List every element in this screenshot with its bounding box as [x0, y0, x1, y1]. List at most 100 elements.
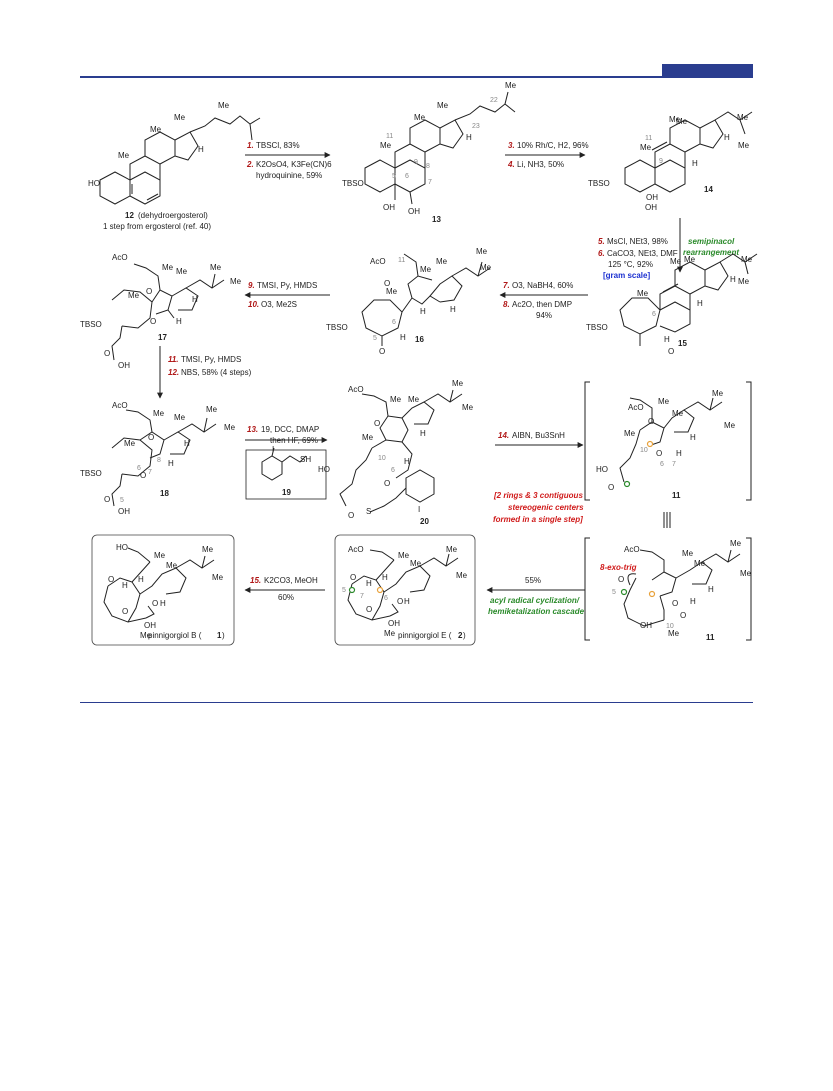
- compound-14-structure: TBSO Me Me Me Me Me OH OH H H 11 9: [588, 111, 753, 212]
- oh-label: OH: [640, 621, 652, 630]
- step-11-number: 11.: [168, 355, 179, 364]
- o-label: O: [374, 419, 380, 428]
- cascade-note-line2: hemiketalization cascade: [488, 607, 585, 616]
- h-label: H: [664, 335, 670, 344]
- o-label: O: [104, 349, 110, 358]
- locant-5: 5: [120, 497, 124, 504]
- tbso-label: TBSO: [586, 323, 608, 332]
- step-3-conditions: 10% Rh/C, H2, 96%: [517, 141, 589, 150]
- header-accent-block: [662, 64, 753, 77]
- me-label: Me: [712, 389, 724, 398]
- me-label: Me: [684, 255, 696, 264]
- h-label: H: [160, 599, 166, 608]
- oh-label: OH: [144, 621, 156, 630]
- h-label: H: [420, 307, 426, 316]
- compound-11-conformer-structure: 8-exo-trig AcO Me Me Me Me Me O O O OH H…: [584, 537, 752, 641]
- locant-6: 6: [391, 467, 395, 474]
- h-label: H: [184, 439, 190, 448]
- pinnigorgiol-b-close: ): [222, 631, 225, 640]
- compound-12-number: 12: [125, 211, 134, 220]
- locant-23: 23: [472, 123, 480, 130]
- o-label: O: [150, 317, 156, 326]
- step-6-conditions: CaCO3, NEt3, DMF: [607, 249, 678, 258]
- pinnigorgiol-e-structure: AcO Me Me Me Me Me O O O OH H H H 5 7 6: [342, 545, 468, 638]
- me-label: Me: [386, 287, 398, 296]
- compound-19-number: 19: [282, 488, 291, 497]
- h-label: H: [168, 459, 174, 468]
- ho-label: HO: [596, 465, 608, 474]
- h-label: H: [382, 573, 388, 582]
- step-8-conditions-cont: 94%: [536, 311, 552, 320]
- compound-11-number: 11: [672, 491, 681, 500]
- step-2-conditions: K2OsO4, K3Fe(CN)6: [256, 160, 332, 169]
- ho-label: HO: [88, 179, 100, 188]
- step-10-conditions: O3, Me2S: [261, 300, 297, 309]
- h-label: H: [450, 305, 456, 314]
- step-5-number: 5.: [598, 237, 605, 246]
- step-6-conditions-cont: 125 °C, 92%: [608, 260, 653, 269]
- aco-label: AcO: [348, 385, 364, 394]
- compound-12-structure: HO Me Me Me H Me: [88, 101, 261, 205]
- step-11-conditions: TMSI, Py, HMDS: [181, 355, 241, 364]
- me-label: Me: [730, 539, 742, 548]
- reagent-19-structure: I SH: [261, 445, 311, 481]
- iodine-label: I: [272, 445, 274, 454]
- locant-8: 8: [157, 457, 161, 464]
- locant-9: 9: [659, 158, 663, 165]
- locant-7: 7: [148, 469, 152, 476]
- compound-18-number: 18: [160, 489, 169, 498]
- me-label: Me: [390, 395, 402, 404]
- me-label: Me: [176, 267, 188, 276]
- h-label: H: [138, 575, 144, 584]
- o-label: O: [140, 471, 146, 480]
- me-label: Me: [682, 549, 694, 558]
- me-label: Me: [166, 561, 178, 570]
- h-label: H: [404, 457, 410, 466]
- o-label: O: [656, 449, 662, 458]
- me-label: Me: [154, 551, 166, 560]
- step-8-conditions: Ac2O, then DMP: [512, 300, 572, 309]
- aco-label: AcO: [112, 253, 128, 262]
- h-label: H: [366, 579, 372, 588]
- aco-label: AcO: [112, 401, 128, 410]
- h-label: H: [690, 433, 696, 442]
- me-label: Me: [456, 571, 468, 580]
- locant-5: 5: [392, 173, 396, 180]
- me-label: Me: [210, 263, 222, 272]
- o-label: O: [366, 605, 372, 614]
- locant-5: 5: [373, 335, 377, 342]
- me-label: Me: [668, 629, 680, 638]
- me-label: Me: [676, 117, 688, 126]
- o-label: O: [668, 347, 674, 356]
- h-label: H: [404, 597, 410, 606]
- sulfur-label: S: [366, 507, 371, 516]
- cascade-note-line1: acyl radical cyclization/: [490, 596, 580, 605]
- compound-12-name: (dehydroergosterol): [138, 211, 208, 220]
- me-label: Me: [410, 559, 422, 568]
- alkene-carbon-orange: [646, 440, 654, 448]
- step-13-number: 13.: [247, 425, 258, 434]
- step-13-conditions: 19, DCC, DMAP: [261, 425, 319, 434]
- locant-7: 7: [360, 593, 364, 600]
- me-label: Me: [436, 257, 448, 266]
- step-cascade-yield: 55%: [525, 576, 541, 585]
- alkene-carbon-orange: [648, 590, 656, 598]
- o-label: O: [680, 611, 686, 620]
- o-label: O: [672, 599, 678, 608]
- locant-6: 6: [384, 595, 388, 602]
- aco-label: AcO: [628, 403, 644, 412]
- pinnigorgiol-e-number: 2: [458, 631, 463, 640]
- h-label: H: [724, 133, 730, 142]
- me-label: Me: [637, 289, 649, 298]
- h-label: H: [400, 333, 406, 342]
- locant-7: 7: [672, 461, 676, 468]
- h-label: H: [730, 275, 736, 284]
- tbso-label: TBSO: [80, 469, 102, 478]
- compound-11-radical-structure: AcO Me Me Me Me Me O O O HO H H 10 6 7: [584, 381, 752, 501]
- o-label: O: [108, 575, 114, 584]
- compound-18-structure: AcO TBSO Me Me Me Me Me O O O OH H H 8 7…: [80, 401, 236, 516]
- me-label: Me: [658, 397, 670, 406]
- compound-13-structure: TBSO Me Me Me OH OH H Me 11 9 5 6 7 8 22…: [342, 81, 517, 216]
- footer-rule: [80, 702, 753, 703]
